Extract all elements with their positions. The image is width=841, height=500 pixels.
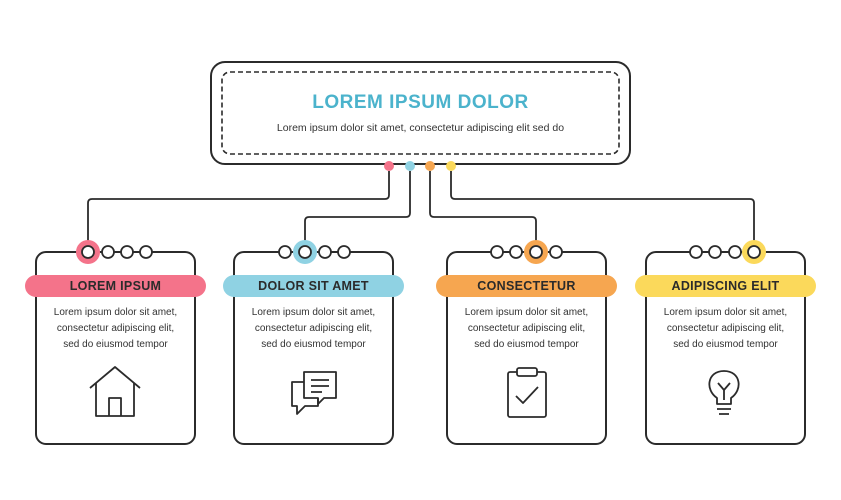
ring-chain-4 bbox=[689, 245, 761, 259]
lightbulb-icon bbox=[708, 370, 740, 415]
card-1-line-2: consectetur adipiscing elit, bbox=[56, 323, 175, 334]
card-2-text: Lorem ipsum dolor sit amet, consectetur … bbox=[234, 305, 393, 353]
card-1-line-3: sed do eiusmod tempor bbox=[63, 339, 168, 350]
header-title: LOREM IPSUM DOLOR bbox=[312, 92, 529, 113]
header-inner-dashed bbox=[221, 71, 620, 155]
chat-bubbles-icon bbox=[291, 371, 337, 415]
connector-yellow bbox=[450, 171, 755, 245]
card-3-label: CONSECTETUR bbox=[477, 279, 576, 293]
label-pill-2 bbox=[223, 275, 404, 297]
label-pill-3 bbox=[436, 275, 617, 297]
card-1-label: LOREM IPSUM bbox=[69, 279, 162, 293]
card-4-line-1: Lorem ipsum dolor sit amet, bbox=[663, 307, 788, 318]
card-4 bbox=[645, 251, 806, 445]
card-1-line-1: Lorem ipsum dolor sit amet, bbox=[53, 307, 178, 318]
card-3-line-2: consectetur adipiscing elit, bbox=[467, 323, 586, 334]
connector-orange bbox=[429, 171, 537, 245]
connector-pink bbox=[87, 171, 390, 245]
label-pill-1 bbox=[25, 275, 206, 297]
card-2-label: DOLOR SIT AMET bbox=[258, 279, 369, 293]
ring-chain-2 bbox=[278, 245, 351, 259]
card-1-text: Lorem ipsum dolor sit amet, consectetur … bbox=[36, 305, 195, 353]
dot-yellow bbox=[446, 161, 456, 171]
ring-chain-1 bbox=[81, 245, 153, 259]
card-3-line-3: sed do eiusmod tempor bbox=[474, 339, 579, 350]
card-2-line-3: sed do eiusmod tempor bbox=[261, 339, 366, 350]
house-icon bbox=[89, 366, 141, 417]
card-2-line-2: consectetur adipiscing elit, bbox=[254, 323, 373, 334]
card-4-line-3: sed do eiusmod tempor bbox=[673, 339, 778, 350]
clipboard-check-icon bbox=[507, 367, 547, 418]
card-4-label: ADIPISCING ELIT bbox=[671, 279, 780, 293]
connector-blue bbox=[304, 171, 411, 245]
card-2-line-1: Lorem ipsum dolor sit amet, bbox=[251, 307, 376, 318]
header-box bbox=[210, 61, 631, 165]
dot-orange bbox=[425, 161, 435, 171]
ring-chain-3 bbox=[490, 245, 563, 259]
card-1 bbox=[35, 251, 196, 445]
dot-pink bbox=[384, 161, 394, 171]
dot-blue bbox=[405, 161, 415, 171]
header-subtitle: Lorem ipsum dolor sit amet, consectetur … bbox=[276, 122, 565, 134]
card-3-text: Lorem ipsum dolor sit amet, consectetur … bbox=[447, 305, 606, 353]
label-pill-4 bbox=[635, 275, 816, 297]
card-4-line-2: consectetur adipiscing elit, bbox=[666, 323, 785, 334]
card-4-text: Lorem ipsum dolor sit amet, consectetur … bbox=[646, 305, 805, 353]
card-3-line-1: Lorem ipsum dolor sit amet, bbox=[464, 307, 589, 318]
